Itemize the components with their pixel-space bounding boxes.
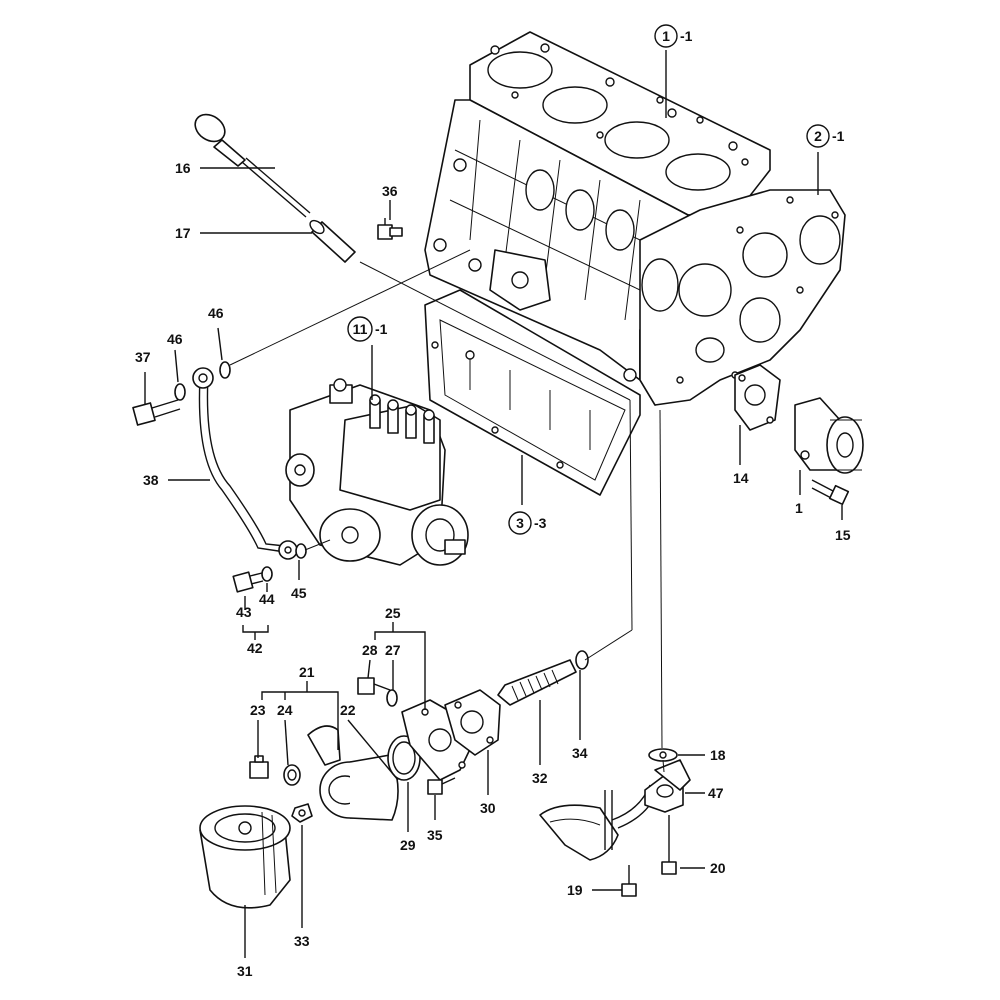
bolt-43 bbox=[232, 571, 264, 593]
bolt-35 bbox=[427, 777, 456, 795]
part-labels: 16 17 36 46 46 37 38 43 44 45 42 14 1 15… bbox=[135, 160, 851, 979]
label-38: 38 bbox=[143, 472, 159, 488]
callout-3-suffix: -3 bbox=[534, 515, 547, 531]
callout-1-suffix: -1 bbox=[680, 28, 693, 44]
label-24: 24 bbox=[277, 702, 293, 718]
label-43: 43 bbox=[236, 604, 252, 620]
callout-1-1: 1 -1 bbox=[654, 24, 693, 48]
label-15: 15 bbox=[835, 527, 851, 543]
label-1: 1 bbox=[795, 500, 803, 516]
oil-pipe bbox=[192, 367, 298, 560]
bolt-19 bbox=[621, 865, 637, 897]
oil-filter bbox=[199, 805, 291, 909]
label-34: 34 bbox=[572, 745, 588, 761]
label-29: 29 bbox=[400, 837, 416, 853]
washer-44 bbox=[261, 566, 273, 582]
oil-pan bbox=[424, 289, 641, 496]
drain-plug-23 bbox=[249, 755, 269, 779]
o-ring-34 bbox=[575, 650, 589, 670]
label-45: 45 bbox=[291, 585, 307, 601]
label-21: 21 bbox=[299, 664, 315, 680]
label-23: 23 bbox=[250, 702, 266, 718]
gasket-18 bbox=[648, 748, 678, 762]
nut-33 bbox=[291, 803, 313, 823]
label-31: 31 bbox=[237, 963, 253, 979]
callout-2-suffix: -1 bbox=[832, 128, 845, 144]
injection-pump bbox=[285, 378, 469, 566]
label-14: 14 bbox=[733, 470, 749, 486]
callout-2-1: 2 -1 bbox=[806, 124, 845, 148]
label-42: 42 bbox=[247, 640, 263, 656]
washer-46-left bbox=[174, 383, 186, 401]
label-22: 22 bbox=[340, 702, 356, 718]
washer-27 bbox=[386, 689, 398, 707]
callout-11-1: 11 -1 bbox=[347, 316, 388, 342]
dipstick-guide bbox=[309, 219, 356, 263]
callout-1-number: 1 bbox=[662, 28, 670, 44]
gasket-30 bbox=[444, 689, 501, 756]
label-37: 37 bbox=[135, 349, 151, 365]
flange-47 bbox=[644, 759, 691, 813]
label-46-left: 46 bbox=[167, 331, 183, 347]
label-32: 32 bbox=[532, 770, 548, 786]
callout-3-number: 3 bbox=[516, 515, 524, 531]
washer-46-right bbox=[219, 361, 231, 379]
label-17: 17 bbox=[175, 225, 191, 241]
label-16: 16 bbox=[175, 160, 191, 176]
label-28: 28 bbox=[362, 642, 378, 658]
dipstick bbox=[194, 113, 311, 218]
gear-case-plate bbox=[639, 189, 846, 406]
callout-11-number: 11 bbox=[353, 321, 368, 337]
label-25: 25 bbox=[385, 605, 401, 621]
label-30: 30 bbox=[480, 800, 496, 816]
label-27: 27 bbox=[385, 642, 401, 658]
bolt-28 bbox=[357, 677, 391, 695]
oil-cooler bbox=[307, 725, 399, 821]
leader-lines bbox=[144, 50, 843, 958]
washer-24 bbox=[283, 764, 301, 786]
callout-2-number: 2 bbox=[814, 128, 822, 144]
oil-pressure-switch bbox=[377, 218, 403, 240]
callout-3-3: 3 -3 bbox=[508, 511, 547, 535]
pipe-joint-32 bbox=[497, 659, 577, 706]
label-20: 20 bbox=[710, 860, 726, 876]
label-36: 36 bbox=[382, 183, 398, 199]
label-35: 35 bbox=[427, 827, 443, 843]
callout-11-suffix: -1 bbox=[375, 321, 388, 337]
label-47: 47 bbox=[708, 785, 724, 801]
label-46-right: 46 bbox=[208, 305, 224, 321]
label-19: 19 bbox=[567, 882, 583, 898]
washer-45 bbox=[295, 543, 307, 559]
bolt-15 bbox=[811, 479, 850, 506]
oil-pump bbox=[734, 364, 864, 474]
bolt-37 bbox=[132, 399, 181, 426]
label-18: 18 bbox=[710, 747, 726, 763]
oil-strainer bbox=[539, 784, 659, 861]
label-44: 44 bbox=[259, 591, 275, 607]
bolt-20 bbox=[661, 840, 677, 875]
label-33: 33 bbox=[294, 933, 310, 949]
